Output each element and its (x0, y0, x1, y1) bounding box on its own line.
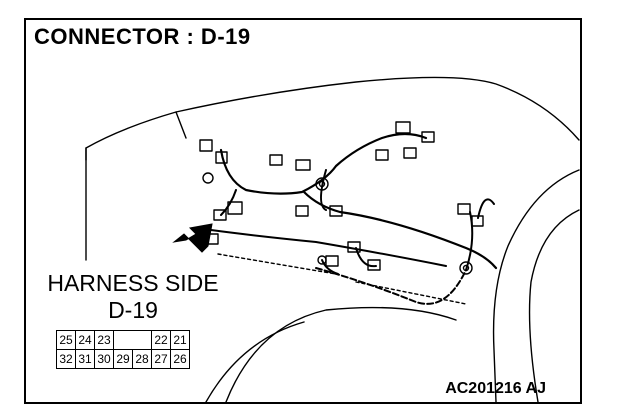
pin-cell: 22 (151, 330, 171, 350)
connector-center-2 (325, 255, 339, 267)
connector-d19 (227, 201, 243, 215)
sill-line (205, 321, 305, 402)
connector-left-1 (199, 139, 213, 152)
harness-branch-center (321, 247, 377, 275)
connector-mid-2 (295, 159, 311, 171)
grommet-3 (459, 261, 473, 275)
pin-cell: 25 (56, 330, 76, 350)
harness-branch-rear (465, 198, 495, 271)
connector-pinout: 25 24 23 22 21 32 31 30 29 28 27 26 (56, 330, 190, 369)
harness-illustration (85, 76, 580, 402)
connector-top-2 (421, 131, 435, 143)
harness-side-line1: HARNESS SIDE (47, 270, 219, 296)
harness-trunk (219, 132, 428, 195)
harness-branch-upper (220, 169, 327, 216)
floor-outline (225, 306, 457, 402)
pin-cell: 23 (94, 330, 114, 350)
connector-mid-4 (329, 205, 343, 217)
pinout-row-2: 32 31 30 29 28 27 26 (56, 349, 190, 369)
connector-mid-3 (295, 205, 309, 217)
connector-mid-1 (269, 154, 283, 166)
pin-cell: 29 (113, 349, 133, 369)
pin-cell-empty (113, 330, 152, 350)
connector-left-3 (213, 209, 227, 221)
pin-cell: 24 (75, 330, 95, 350)
diagram-title: CONNECTOR : D-19 (34, 24, 251, 49)
pin-cell: 27 (151, 349, 171, 369)
connector-center-3 (367, 259, 381, 271)
harness-dash-lines (217, 253, 467, 305)
pin-cell: 30 (94, 349, 114, 369)
pin-cell: 32 (56, 349, 76, 369)
connector-rear-1 (457, 203, 471, 215)
pin-cell: 21 (170, 330, 190, 350)
cowl-line (85, 111, 187, 161)
pinout-row-1: 25 24 23 22 21 (56, 330, 190, 350)
connector-left-2 (215, 151, 228, 164)
connector-top-1 (395, 121, 411, 134)
figure-code: AC201216 AJ (445, 380, 546, 397)
grommet-3-inner (462, 264, 470, 272)
connector-center-1 (347, 241, 361, 253)
diagram-frame: CONNECTOR : D-19 (24, 18, 582, 404)
pin-cell: 26 (170, 349, 190, 369)
grommet-1 (315, 177, 329, 191)
connector-top-3 (403, 147, 417, 159)
harness-branch-sill (315, 267, 467, 305)
grommet-2 (202, 172, 214, 184)
connector-rear-2 (471, 215, 484, 227)
pin-cell: 31 (75, 349, 95, 369)
harness-side-label: HARNESS SIDE D-19 (38, 270, 228, 324)
dashboard-outline (85, 76, 580, 261)
fender-outline (492, 169, 580, 402)
connector-top-4 (375, 149, 389, 161)
clamp-1 (317, 255, 327, 265)
pin-cell: 28 (132, 349, 152, 369)
harness-branch-front (210, 229, 447, 267)
grommet-1-inner (318, 180, 326, 188)
arrow-icon (172, 223, 213, 253)
wheel-arch (528, 209, 580, 402)
harness-side-line2: D-19 (108, 297, 158, 323)
